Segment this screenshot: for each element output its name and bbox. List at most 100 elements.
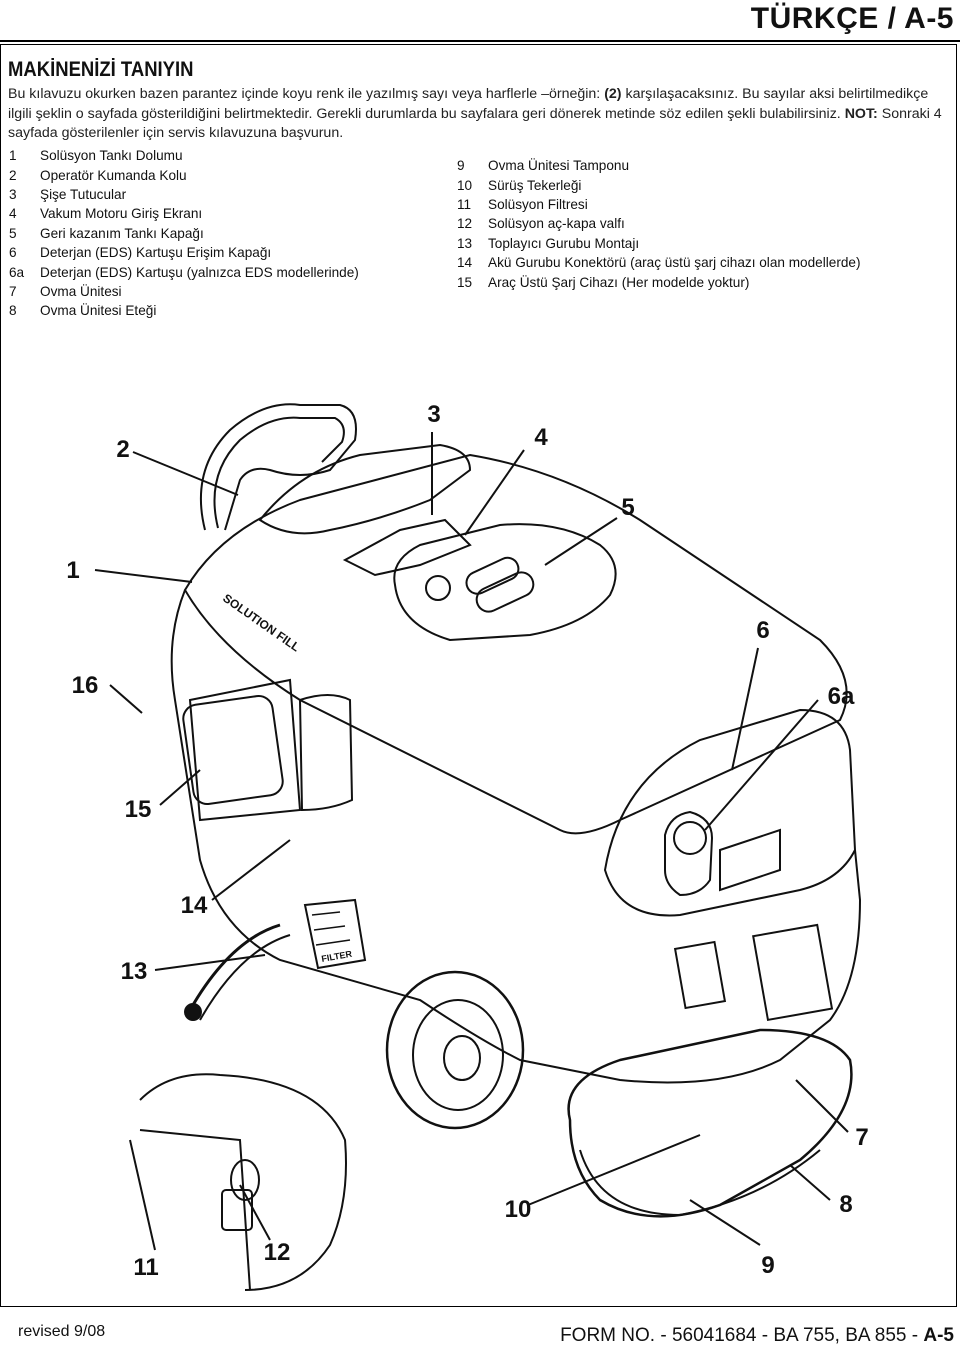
leader-line-15 — [159, 769, 201, 806]
leader-line-5 — [544, 517, 618, 566]
callout-1: 1 — [66, 557, 80, 584]
callout-10: 10 — [504, 1196, 532, 1223]
intro-bold-example: (2) — [604, 86, 622, 102]
part-label: Ovma Ünitesi — [40, 283, 122, 299]
header-divider — [0, 40, 960, 42]
leader-line-8 — [789, 1164, 831, 1201]
part-label: Deterjan (EDS) Kartuşu Erişim Kapağı — [40, 245, 272, 261]
part-number: 5 — [9, 225, 17, 241]
form-number: FORM NO. - 56041684 - BA 755, BA 855 - A… — [560, 1325, 954, 1347]
part-number: 15 — [457, 274, 473, 290]
part-number: 10 — [457, 177, 473, 193]
part-label: Ovma Ünitesi Eteği — [40, 303, 157, 319]
leader-line-7 — [795, 1079, 849, 1133]
part-number: 2 — [9, 167, 17, 183]
part-number: 11 — [457, 196, 472, 212]
leader-line-4 — [464, 449, 525, 536]
callout-16: 16 — [71, 672, 99, 699]
page-header-title: TÜRKÇE / A-5 — [750, 2, 954, 35]
filter-label: FILTER — [321, 949, 354, 964]
part-number: 1 — [9, 148, 17, 164]
part-label: Akü Gurubu Konektörü (araç üstü şarj cih… — [488, 255, 861, 271]
list-item: 10 Sürüş Tekerleği — [457, 175, 861, 194]
section-title: MAKİNENİZİ TANIYIN — [8, 58, 194, 81]
leader-line-13 — [154, 954, 266, 971]
callout-6: 6 — [756, 617, 770, 644]
leader-line-16 — [109, 684, 143, 714]
list-item: 8 Ovma Ünitesi Eteği — [9, 301, 359, 320]
list-item: 6 Deterjan (EDS) Kartuşu Erişim Kapağı — [9, 243, 359, 262]
intro-paragraph: Bu kılavuzu okurken bazen parantez içind… — [8, 85, 948, 144]
part-label: Araç Üstü Şarj Cihazı (Her modelde yoktu… — [488, 274, 750, 290]
leader-line-6a — [704, 699, 819, 831]
leader-line-12 — [239, 1184, 271, 1241]
list-item: 14 Akü Gurubu Konektörü (araç üstü şarj c… — [457, 253, 861, 272]
list-item: 13 Toplayıcı Gurubu Montajı — [457, 234, 861, 253]
part-number: 6a — [9, 264, 25, 280]
part-label: Geri kazanım Tankı Kapağı — [40, 225, 204, 241]
list-item: 3 Şişe Tutucular — [9, 185, 359, 204]
callout-15: 15 — [124, 796, 152, 823]
leader-line-10 — [527, 1134, 701, 1206]
form-number-text: FORM NO. - 56041684 - BA 755, BA 855 - — [560, 1325, 924, 1346]
leader-line-6 — [731, 647, 759, 771]
parts-list-left: 1 Solüsyon Tankı Dolumu 2 Operatör Kumanda… — [9, 146, 359, 321]
part-label: Sürüş Tekerleği — [488, 177, 582, 193]
list-item: 12 Solüsyon aç-kapa valfı — [457, 214, 861, 233]
content-frame — [0, 44, 957, 1307]
part-number: 9 — [457, 158, 465, 174]
callout-8: 8 — [839, 1191, 853, 1218]
list-item: 7 Ovma Ünitesi — [9, 282, 359, 301]
form-page-number: A-5 — [923, 1325, 954, 1346]
part-number: 4 — [9, 206, 17, 222]
intro-text-1: Bu kılavuzu okurken bazen parantez içind… — [8, 86, 605, 102]
part-label: Solüsyon Tankı Dolumu — [40, 148, 183, 164]
callout-3: 3 — [427, 401, 441, 428]
callout-7: 7 — [855, 1124, 869, 1151]
leader-lines — [94, 432, 849, 1251]
list-item: 11 Solüsyon Filtresi — [457, 195, 861, 214]
leader-line-1 — [94, 569, 193, 583]
part-label: Solüsyon Filtresi — [488, 196, 588, 212]
callout-2: 2 — [116, 436, 130, 463]
part-label: Solüsyon aç-kapa valfı — [488, 216, 625, 232]
leader-line-11 — [129, 1139, 156, 1251]
callout-11: 11 — [133, 1254, 159, 1281]
callout-5: 5 — [621, 494, 635, 521]
part-label: Toplayıcı Gurubu Montajı — [488, 235, 640, 251]
note-text: Sonraki 4 sayfada gösterilenler için ser… — [8, 105, 942, 142]
intro-text-2: karşılaşacaksınız. Bu sayılar aksi belir… — [8, 86, 929, 122]
list-item: 1 Solüsyon Tankı Dolumu — [9, 146, 359, 165]
part-number: 13 — [457, 235, 473, 251]
part-number: 14 — [457, 255, 473, 271]
part-number: 12 — [457, 216, 473, 232]
leader-line-9 — [689, 1199, 761, 1246]
part-number: 7 — [9, 283, 17, 299]
part-number: 8 — [9, 303, 17, 319]
solution-fill-label: SOLUTION FILL — [220, 591, 302, 654]
scrubber-body-drawing — [139, 403, 862, 1291]
callout-13: 13 — [120, 958, 148, 985]
list-item: 9 Ovma Ünitesi Tamponu — [457, 156, 861, 175]
leader-line-14 — [211, 839, 291, 901]
list-item: 15 Araç Üstü Şarj Cihazı (Her modelde yok… — [457, 272, 861, 291]
part-label: Vakum Motoru Giriş Ekranı — [40, 206, 203, 222]
part-label: Ovma Ünitesi Tamponu — [488, 158, 630, 174]
revision-date: revised 9/08 — [18, 1323, 106, 1340]
list-item: 4 Vakum Motoru Giriş Ekranı — [9, 204, 359, 223]
leader-line-2 — [132, 451, 239, 496]
callout-12: 12 — [263, 1239, 291, 1266]
part-number: 3 — [9, 186, 17, 202]
note-label: NOT: — [844, 105, 878, 122]
part-label: Şişe Tutucular — [40, 186, 127, 202]
part-number: 6 — [9, 245, 17, 261]
callout-14: 14 — [180, 892, 208, 919]
callout-4: 4 — [534, 424, 548, 451]
callout-6a: 6a — [827, 683, 855, 710]
list-item: 2 Operatör Kumanda Kolu — [9, 165, 359, 184]
part-label: Operatör Kumanda Kolu — [40, 167, 187, 183]
callout-9: 9 — [761, 1252, 775, 1279]
